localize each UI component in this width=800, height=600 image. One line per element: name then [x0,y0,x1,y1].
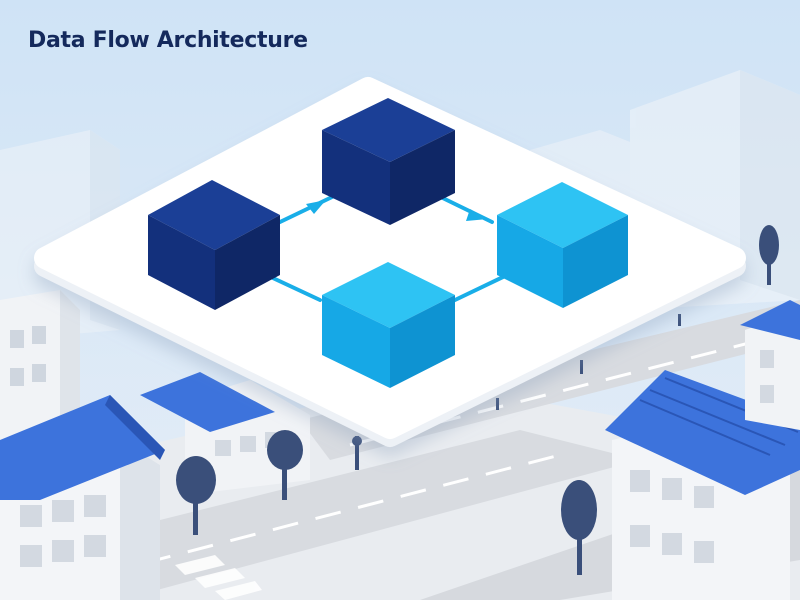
crosswalk [175,555,262,600]
building-left-front [0,395,165,600]
tree-icon [267,430,303,500]
tree-icon [759,225,779,285]
tree-icon [561,480,597,575]
arrowhead-icon [306,200,326,214]
roof-right-front [605,370,800,495]
roof-center [140,372,275,432]
cube-node-bottom [322,262,455,388]
roof-right-edge [740,300,800,340]
building-right-edge [740,300,800,430]
cube-node-left [148,180,280,310]
building-left-back [0,290,80,450]
lane-markings [59,328,800,587]
cube-node-top [322,98,455,225]
arrowhead-icon [466,209,488,221]
platform-supports [352,314,681,470]
page-title: Data Flow Architecture [28,28,308,53]
arrowheads [306,200,488,221]
building-right-front [605,370,800,600]
cube-node-right [497,182,628,308]
tree-icon [176,456,216,535]
